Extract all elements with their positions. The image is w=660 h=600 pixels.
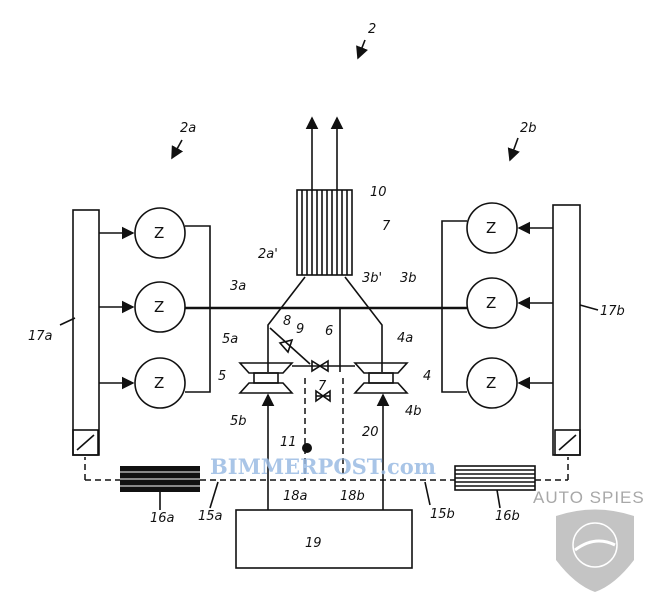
throttle-a [72,429,99,456]
svg-text:Z: Z [486,294,496,312]
label-15b: 15b [430,507,455,522]
label-3a: 3a [230,279,246,294]
air-filter-19 [235,509,413,569]
bypass-valves [269,327,355,453]
label-7: 7 [318,379,327,394]
intercooler-16b [454,465,536,491]
bimmerpost-watermark: BIMMERPOST.com [210,454,436,479]
svg-text:Z: Z [486,374,496,392]
autospies-shield-logo [556,509,634,592]
exhaust-manifolds [185,220,467,393]
label-18b: 18b [340,489,365,504]
label-3b: 3b [400,271,417,286]
intercooler-16a [120,466,200,492]
label-2: 2 [368,22,376,37]
label-9: 9 [296,322,304,337]
leader-lines [59,39,599,510]
label-17b: 17b [600,304,625,319]
label-16a: 16a [150,511,175,526]
label-19: 19 [305,536,322,551]
label-6: 6 [325,324,333,339]
label-4a: 4a [397,331,413,346]
label-5a: 5a [222,332,238,347]
svg-text:Z: Z [154,224,164,242]
label-15a: 15a [198,509,223,524]
turbocharger-5 [238,362,294,394]
cylinder-bank-b: Z Z Z [466,202,518,409]
intake-lines [84,378,569,569]
svg-text:Z: Z [154,298,164,316]
intake-runners [99,221,553,390]
label-4b: 4b [405,404,422,419]
svg-text:Z: Z [486,219,496,237]
label-18a: 18a [283,489,308,504]
autospies-watermark: AUTO SPIES [533,488,645,507]
label-3b-prime: 3b' [362,271,382,286]
label-4: 4 [423,369,431,384]
throttle-b [554,429,581,456]
catalyst-10 [296,116,353,276]
fuel-rail-a [72,209,100,456]
label-5b: 5b [230,414,247,429]
turbocharger-4 [353,362,409,394]
svg-text:Z: Z [154,374,164,392]
label-2a-prime: 2a' [258,247,278,262]
fuel-rail-b [552,204,581,456]
label-8: 8 [283,314,291,329]
label-11: 11 [280,435,297,450]
label-16b: 16b [495,509,520,524]
cylinder-bank-a: Z Z Z [134,207,186,409]
label-2a: 2a [180,121,196,136]
label-17a: 17a [28,329,53,344]
label-20: 20 [362,425,379,440]
label-5: 5 [218,369,226,384]
label-7-top: 7 [382,219,391,234]
label-10: 10 [370,185,387,200]
label-2b: 2b [520,121,537,136]
